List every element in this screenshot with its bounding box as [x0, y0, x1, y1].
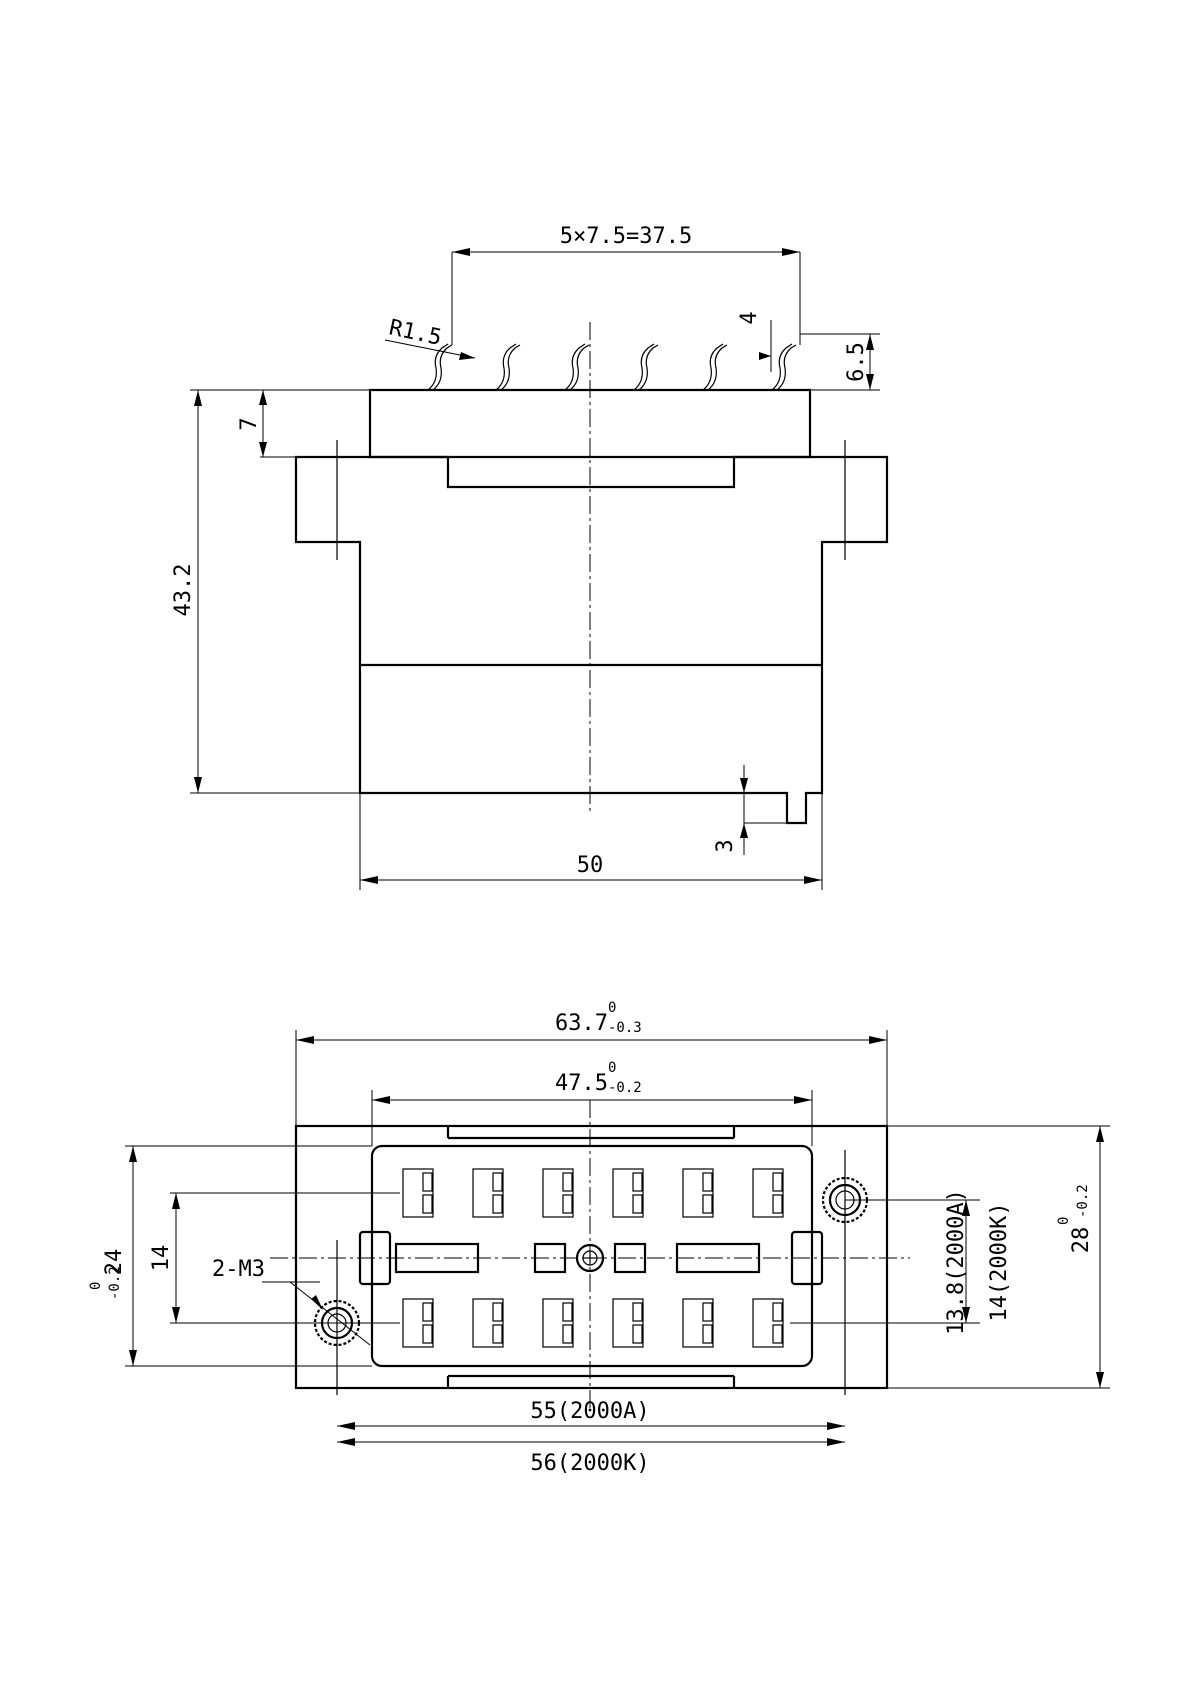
height-label: 43.2: [171, 564, 196, 617]
inner-height-tol-upper: 0: [88, 1282, 104, 1290]
side-view: 5×7.5=37.5 R1.5 4 6.5: [171, 224, 889, 890]
row-spacing-dimension: 14: [149, 1192, 400, 1324]
screw-label: 2-M3: [212, 1257, 265, 1282]
center-screw-icon: [575, 1243, 605, 1273]
contacts-top-row: [402, 1168, 784, 1218]
inner-width-tol-upper: 0: [608, 1060, 616, 1076]
inner-height-tol-lower: -0.2: [107, 1266, 123, 1300]
overall-height-label: 28: [1069, 1227, 1094, 1254]
hole-spacing-k-label: 14(2000K): [987, 1202, 1012, 1321]
pin-height-dimension: 6.5: [800, 333, 880, 391]
bottom-step-dimension: 3: [713, 765, 787, 855]
inner-width-dimension: 47.5 0 -0.2: [371, 1060, 813, 1146]
overall-width-tol-upper: 0: [608, 1000, 616, 1016]
outer-plate: [294, 1124, 889, 1390]
mount-a-label: 55(2000A): [530, 1399, 649, 1424]
side-latches: [358, 1230, 824, 1286]
pitch-label: 5×7.5=37.5: [560, 224, 692, 249]
pin-offset-label: 4: [737, 311, 762, 324]
row-spacing-label: 14: [149, 1245, 174, 1272]
overall-width-label: 63.7: [555, 1011, 608, 1036]
inner-width-tol-lower: -0.2: [608, 1080, 642, 1096]
inner-width-label: 47.5: [555, 1071, 608, 1096]
flange: [294, 455, 889, 825]
overall-height-dimension: 28 0 -0.2: [887, 1125, 1110, 1389]
width-dimension: 50: [359, 793, 823, 890]
hole-spacing-a-label: 13.8(2000A): [944, 1189, 969, 1335]
screw-callout: 2-M3: [212, 1257, 371, 1346]
mount-k-label: 56(2000K): [530, 1451, 649, 1476]
pin-height-label: 6.5: [844, 342, 869, 382]
overall-width-tol-lower: -0.3: [608, 1020, 642, 1036]
pin-offset-dimension: 4: [737, 311, 772, 372]
width-label: 50: [577, 853, 604, 878]
bottom-step-label: 3: [713, 839, 738, 852]
inner-height-dimension: 24 0 -0.2: [88, 1145, 372, 1367]
contacts-bottom-row: [402, 1298, 784, 1348]
inner-height-label: 24: [102, 1249, 127, 1276]
height-dimension: 43.2: [171, 389, 370, 794]
hole-spacing-dimension: 13.8(2000A) 14(2000K): [790, 1189, 1012, 1335]
top-step-label: 7: [237, 417, 262, 430]
overall-height-tol-lower: -0.2: [1075, 1184, 1091, 1218]
radius-dimension: R1.5: [384, 315, 476, 360]
radius-label: R1.5: [387, 315, 444, 350]
overall-height-tol-upper: 0: [1056, 1217, 1072, 1225]
center-bars: [394, 1242, 761, 1274]
pins: [427, 343, 797, 391]
pitch-dimension: 5×7.5=37.5: [451, 224, 801, 345]
bottom-view: 2-M3 63.7 0 -0.3 47.5 0 -0.2: [88, 1000, 1110, 1476]
inner-body: [370, 1144, 814, 1368]
mount-spacing-dimension: 55(2000A) 56(2000K): [337, 1399, 845, 1476]
overall-width-dimension: 63.7 0 -0.3: [295, 1000, 888, 1126]
top-step-dimension: 7: [237, 389, 370, 458]
